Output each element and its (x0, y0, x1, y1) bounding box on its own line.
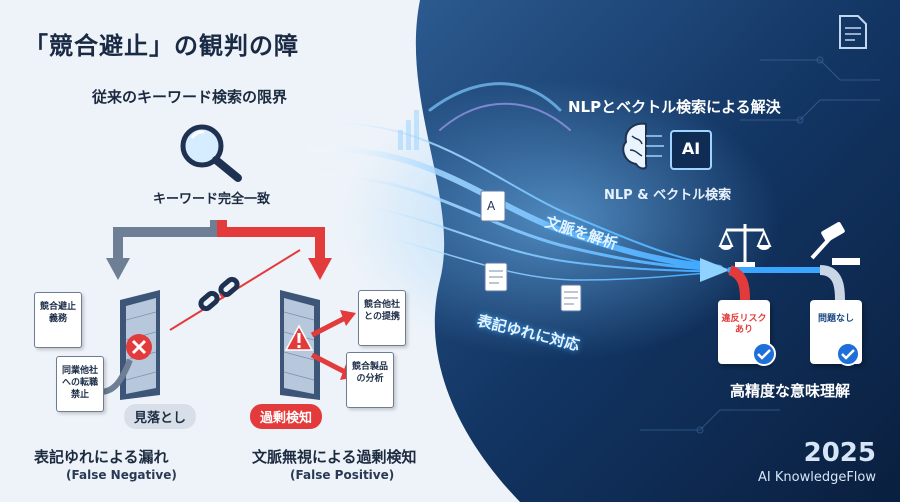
caption-false-positive: 文脈無視による過剰検知 (252, 448, 417, 466)
document-icon (484, 262, 508, 292)
nlp-label: NLP & ベクトル検索 (604, 188, 732, 203)
footer-year: 2025 (803, 438, 876, 468)
check-icon (752, 342, 776, 366)
document-icon: 競合他社 との提携 (358, 290, 406, 346)
caption-false-negative: 表記ゆれによる漏れ (34, 448, 169, 466)
right-header: NLPとベクトル検索による解決 (568, 98, 781, 116)
ai-chip-icon: AI (670, 130, 712, 170)
document-icon: 競合製品 の分析 (346, 352, 394, 408)
cross-mark-icon (126, 334, 152, 360)
left-header: 従来のキーワード検索の限界 (92, 88, 288, 106)
missed-badge: 見落とし (124, 404, 197, 429)
overdetect-path-arrow (217, 220, 325, 262)
overdetect-badge: 過剰検知 (250, 404, 323, 429)
keyword-match-label: キーワード完全一致 (153, 192, 271, 207)
missed-path-arrow (113, 220, 220, 262)
gavel-icon (810, 222, 860, 265)
warning-icon (284, 324, 314, 351)
brain-icon (622, 122, 664, 170)
document-icon (839, 15, 867, 49)
document-icon: 競合避止 義務 (34, 292, 82, 348)
broken-link-icon (198, 276, 240, 312)
caption-false-negative-en: (False Negative) (66, 468, 177, 482)
scales-icon (718, 224, 772, 267)
document-icon: A (480, 190, 506, 222)
magnifier-icon (180, 124, 242, 182)
page-title: 「競合避止」の観判の障 (24, 32, 299, 60)
check-icon (836, 342, 860, 366)
caption-false-positive-en: (False Positive) (290, 468, 395, 482)
document-icon: 同業他社 への転職 禁止 (56, 356, 104, 412)
result-label: 高精度な意味理解 (730, 382, 851, 400)
svg-text:A: A (487, 199, 496, 213)
footer-brand: AI KnowledgeFlow (758, 470, 876, 485)
document-icon (560, 284, 582, 312)
